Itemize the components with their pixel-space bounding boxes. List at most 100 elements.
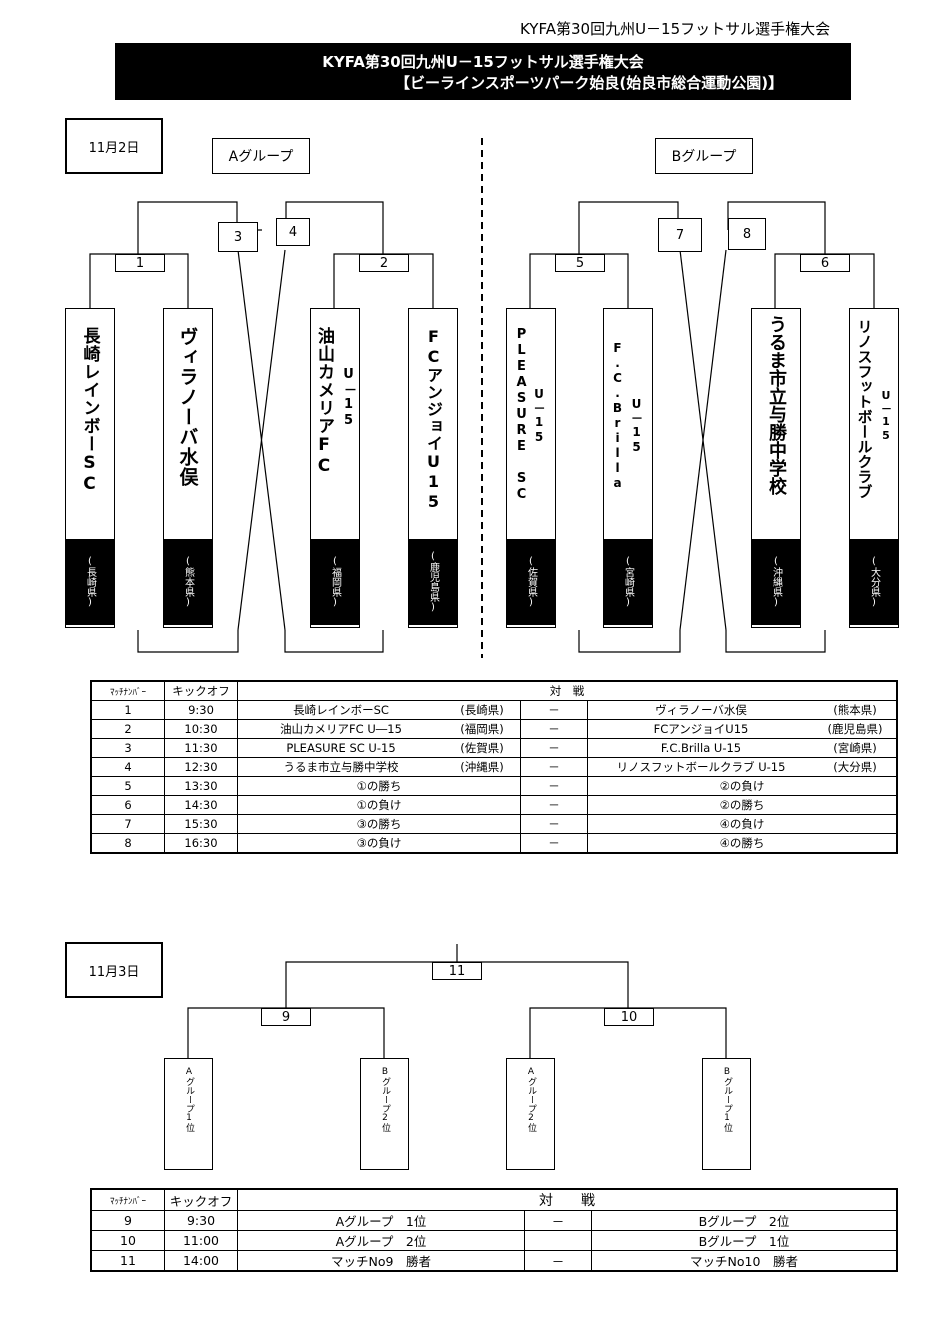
row-team2: リノスフットボールクラブ U-15 bbox=[587, 757, 814, 777]
row-dash: － bbox=[520, 700, 588, 720]
row-ko: 16:30 bbox=[164, 833, 238, 854]
row-team1: Aグループ 2位 bbox=[237, 1230, 525, 1251]
row-no: 3 bbox=[90, 738, 165, 758]
slot-b-2nd: Bグループ2位 bbox=[360, 1058, 409, 1170]
group-b-text: Bグループ bbox=[671, 149, 737, 165]
match-9-number: 9 bbox=[261, 1008, 311, 1026]
row-pref1: (佐賀県) bbox=[444, 738, 521, 758]
match-1-number: 1 bbox=[115, 254, 165, 272]
row-team1: ①の負け bbox=[237, 795, 521, 815]
match-6-number: 6 bbox=[800, 254, 850, 272]
day1-date-box: 11月2日 bbox=[65, 118, 163, 174]
row-ko: 15:30 bbox=[164, 814, 238, 834]
match-4-number: 4 bbox=[276, 218, 310, 246]
row-dash: － bbox=[520, 738, 588, 758]
row-no: 4 bbox=[90, 757, 165, 777]
row-pref1: (沖縄県) bbox=[444, 757, 521, 777]
row-no: 2 bbox=[90, 719, 165, 739]
row-no: 1 bbox=[90, 700, 165, 720]
group-a-text: Aグループ bbox=[228, 149, 294, 165]
row-pref1: (福岡県) bbox=[444, 719, 521, 739]
match-10-number: 10 bbox=[604, 1008, 654, 1026]
row-ko: 12:30 bbox=[164, 757, 238, 777]
row-no: 6 bbox=[90, 795, 165, 815]
header-versus: 対 戦 bbox=[237, 680, 898, 701]
slot-b-1st: Bグループ1位 bbox=[702, 1058, 751, 1170]
row-dash: － bbox=[520, 833, 588, 854]
row-ko: 13:30 bbox=[164, 776, 238, 796]
header-banner: KYFA第30回九州U－15フットサル選手権大会 【ビーラインスポーツパーク始良… bbox=[115, 43, 851, 100]
team-name: うるま市立与勝中学校 bbox=[766, 315, 787, 495]
row-no: 5 bbox=[90, 776, 165, 796]
team-sub: U－15 bbox=[341, 367, 356, 429]
row-team2: Bグループ 2位 bbox=[591, 1210, 898, 1231]
team-pref: (熊本県) bbox=[182, 556, 194, 608]
team-pref: (鹿児島県) bbox=[427, 551, 439, 613]
banner-venue: 【ビーラインスポーツパーク始良(始良市総合運動公園)】 bbox=[395, 74, 784, 92]
row-team1: ①の勝ち bbox=[237, 776, 521, 796]
row-ko: 14:00 bbox=[164, 1250, 238, 1272]
row-ko: 14:30 bbox=[164, 795, 238, 815]
slot-a-2nd: Aグループ2位 bbox=[506, 1058, 555, 1170]
team-pref: (福岡県) bbox=[329, 556, 341, 608]
slot-label: Aグループ1位 bbox=[184, 1067, 194, 1132]
row-team2: Bグループ 1位 bbox=[591, 1230, 898, 1251]
row-dash: － bbox=[524, 1210, 592, 1231]
header-kickoff: キックオフ bbox=[164, 680, 238, 701]
row-dash: － bbox=[520, 757, 588, 777]
row-dash: － bbox=[520, 719, 588, 739]
match-11-number: 11 bbox=[432, 962, 482, 980]
match-8-number: 8 bbox=[728, 218, 766, 250]
row-no: 9 bbox=[90, 1210, 165, 1231]
team-pref: (大分県) bbox=[868, 556, 880, 608]
row-ko: 10:30 bbox=[164, 719, 238, 739]
row-team2: FCアンジョイU15 bbox=[587, 719, 814, 739]
row-ko: 9:30 bbox=[164, 700, 238, 720]
team-card: 油山カメリアFC U－15 (福岡県) bbox=[310, 308, 360, 628]
row-ko: 11:00 bbox=[164, 1230, 238, 1251]
team-name: 油山カメリアFC bbox=[314, 327, 334, 477]
row-team2: ④の負け bbox=[587, 814, 898, 834]
team-name: F.C.Brilla bbox=[610, 341, 625, 491]
row-team2: ④の勝ち bbox=[587, 833, 898, 854]
team-name: FCアンジョイU15 bbox=[424, 327, 443, 512]
row-pref2: (宮崎県) bbox=[814, 738, 898, 758]
row-team1: ③の負け bbox=[237, 833, 521, 854]
day2-date-box: 11月3日 bbox=[65, 942, 163, 998]
row-dash: － bbox=[524, 1250, 592, 1272]
day1-date: 11月2日 bbox=[88, 140, 140, 156]
match-7-number: 7 bbox=[658, 218, 702, 252]
row-dash: － bbox=[520, 814, 588, 834]
team-card: FCアンジョイU15 (鹿児島県) bbox=[408, 308, 458, 628]
team-card: うるま市立与勝中学校 (沖縄県) bbox=[751, 308, 801, 628]
header-kickoff: キックオフ bbox=[164, 1188, 238, 1211]
row-team1: 油山カメリアFC U―15 bbox=[237, 719, 444, 739]
header-match-number: ﾏｯﾁﾅﾝﾊﾞｰ bbox=[90, 1188, 165, 1211]
team-pref: (宮崎県) bbox=[622, 556, 634, 608]
match-3-number: 3 bbox=[218, 222, 258, 252]
row-team1: ③の勝ち bbox=[237, 814, 521, 834]
row-team1: マッチNo9 勝者 bbox=[237, 1250, 525, 1272]
team-sub: U－15 bbox=[532, 387, 546, 445]
slot-a-1st: Aグループ1位 bbox=[164, 1058, 213, 1170]
row-team2: ②の負け bbox=[587, 776, 898, 796]
team-pref: (沖縄県) bbox=[770, 556, 782, 608]
banner-title: KYFA第30回九州U－15フットサル選手権大会 bbox=[322, 53, 644, 71]
header-top-right-title: KYFA第30回九州U－15フットサル選手権大会 bbox=[520, 20, 831, 38]
slot-label: Bグループ1位 bbox=[722, 1067, 732, 1132]
row-pref1: (長崎県) bbox=[444, 700, 521, 720]
row-team1: Aグループ 1位 bbox=[237, 1210, 525, 1231]
team-name: ヴィラノーバ水俣 bbox=[176, 327, 199, 487]
slot-label: Bグループ2位 bbox=[380, 1067, 390, 1132]
row-team1: うるま市立与勝中学校 bbox=[237, 757, 444, 777]
